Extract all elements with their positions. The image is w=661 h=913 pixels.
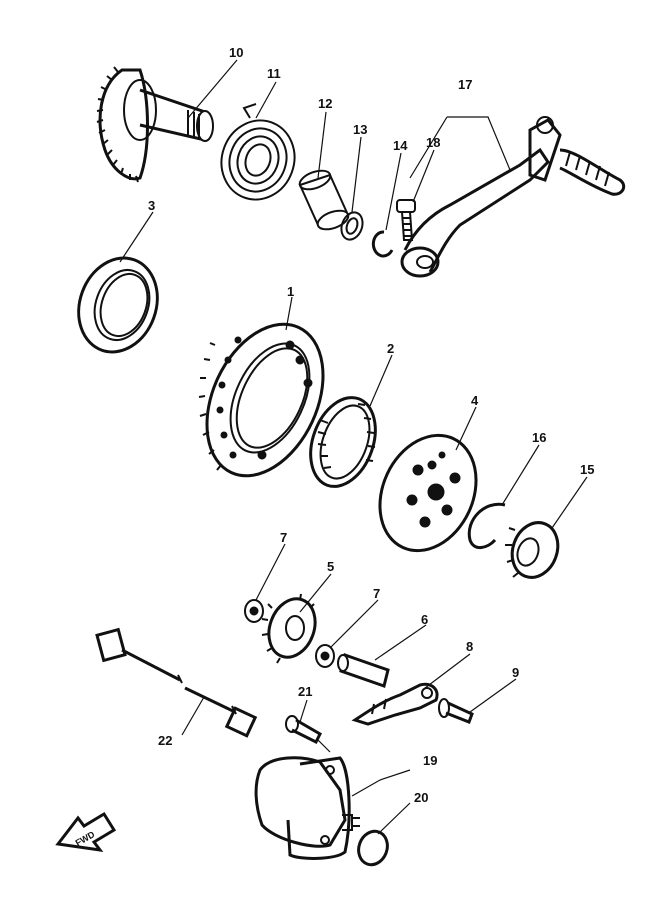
washer-part-upper bbox=[244, 599, 264, 623]
callout-20: 20 bbox=[414, 790, 428, 805]
callout-9: 9 bbox=[512, 665, 519, 680]
kick-lever-part bbox=[400, 116, 626, 278]
starter-motor-part bbox=[254, 756, 360, 860]
callout-12: 12 bbox=[318, 96, 332, 111]
callout-4: 4 bbox=[471, 393, 479, 408]
callout-5: 5 bbox=[327, 559, 334, 574]
callout-1: 1 bbox=[287, 284, 294, 299]
washer-part-lower bbox=[315, 644, 335, 668]
callout-16: 16 bbox=[532, 430, 546, 445]
bracket-part bbox=[351, 682, 439, 726]
starter-plate-part bbox=[378, 433, 478, 553]
callout-13: 13 bbox=[353, 122, 367, 137]
bolt-part-9 bbox=[438, 698, 474, 724]
callout-22: 22 bbox=[158, 733, 172, 748]
small-gear-part bbox=[505, 521, 560, 579]
o-ring-part bbox=[357, 829, 389, 867]
collar-part bbox=[298, 169, 350, 231]
snap-clip-part bbox=[467, 502, 506, 549]
callout-10: 10 bbox=[229, 45, 243, 60]
callout-7-lower: 7 bbox=[373, 586, 380, 601]
bolt-part bbox=[396, 199, 416, 241]
washer-part bbox=[340, 211, 364, 241]
starter-cable-part bbox=[95, 627, 258, 738]
callout-19: 19 bbox=[423, 753, 437, 768]
bolt-part-21 bbox=[285, 715, 322, 745]
starter-clutch-ring-part bbox=[198, 322, 325, 478]
callout-3: 3 bbox=[148, 198, 155, 213]
front-direction-arrow-icon: FWD bbox=[55, 811, 117, 852]
one-way-clutch-part bbox=[309, 396, 377, 488]
callout-15: 15 bbox=[580, 462, 594, 477]
leader-lines bbox=[119, 59, 588, 835]
callout-7-upper: 7 bbox=[280, 530, 287, 545]
kick-axle-gear-part bbox=[96, 66, 214, 183]
callout-14: 14 bbox=[393, 138, 408, 153]
callout-2: 2 bbox=[387, 341, 394, 356]
front-arrow-label: FWD bbox=[74, 829, 97, 848]
callout-17: 17 bbox=[458, 77, 472, 92]
callout-8: 8 bbox=[466, 639, 473, 654]
seal-ring-part bbox=[77, 256, 159, 354]
callout-18: 18 bbox=[426, 135, 440, 150]
circlip-part bbox=[371, 230, 394, 258]
idler-shaft-part bbox=[337, 653, 390, 688]
callout-21: 21 bbox=[298, 684, 312, 699]
callout-numbers: 10 11 12 13 14 18 17 3 1 2 4 16 15 7 5 7… bbox=[148, 45, 594, 805]
callout-11: 11 bbox=[267, 66, 281, 81]
torsion-spring-part bbox=[220, 103, 296, 201]
idler-gear-part bbox=[261, 593, 317, 664]
callout-6: 6 bbox=[421, 612, 428, 627]
